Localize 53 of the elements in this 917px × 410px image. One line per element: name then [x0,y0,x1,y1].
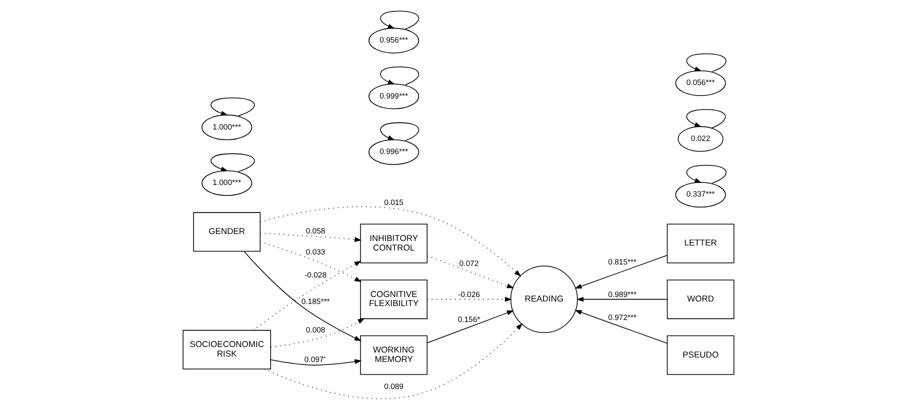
arrow [260,232,362,242]
arrow [380,10,420,30]
edge-label: 0.156* [458,314,480,324]
edge-label: -0.026 [458,290,480,299]
arrow [252,260,362,331]
arrow [270,359,362,366]
edge-label: 0.097⁺ [304,355,327,364]
node-ellipse: 1.000*** [202,114,252,140]
edge-label: 0.972*** [608,313,637,322]
edge-label: -0.028 [304,270,327,280]
arrow [270,318,365,348]
node-box: WORKING MEMORY [360,335,428,375]
arrow [686,53,726,72]
arrow [576,296,668,302]
edge-label: 0.008 [306,326,326,335]
edge-label: 0.815*** [608,257,637,266]
edge-label: 0.058 [306,226,326,236]
arrow [426,296,512,302]
arrow [574,254,668,289]
node-ellipse: 0.956*** [368,28,420,54]
edge-label: 0.089 [384,382,404,392]
node-box: SOCIOECONOMIC RISK [182,330,272,370]
arrow [426,310,514,344]
edge-label: 0.033 [306,247,326,256]
node-ellipse: 0.056*** [675,70,726,96]
node-ellipse: 0.996*** [368,139,420,165]
node-box: COGNITIVE FLEXIBILITY [360,280,428,320]
node-box: WORD [666,280,734,320]
arrow [260,241,362,282]
edge-label: 0.015 [384,198,404,207]
arrow [264,323,523,400]
node-ellipse: 0.022 [678,126,724,152]
edge-label: 0.185*** [301,296,330,306]
node-ellipse: 0.337*** [675,182,726,208]
node-ellipse: 1.000*** [202,170,252,196]
node-box: LETTER [666,224,734,264]
edge-label: 0.072 [459,259,479,268]
node-circle: READING [510,266,578,334]
node-box: GENDER [193,212,261,252]
arrow [210,153,255,172]
node-box: PSEUDO [666,335,734,375]
edge-label: 0.989*** [608,290,637,299]
node-ellipse: 0.999*** [368,84,420,110]
arrow [426,255,514,288]
arrow [686,109,726,128]
node-box: INHIBITORY CONTROL [360,224,428,264]
arrow [210,98,255,116]
arrow [244,251,362,342]
arrow [260,206,522,277]
arrow [380,122,420,141]
arrow [574,310,668,344]
arrow [686,164,726,184]
arrow [380,66,420,86]
